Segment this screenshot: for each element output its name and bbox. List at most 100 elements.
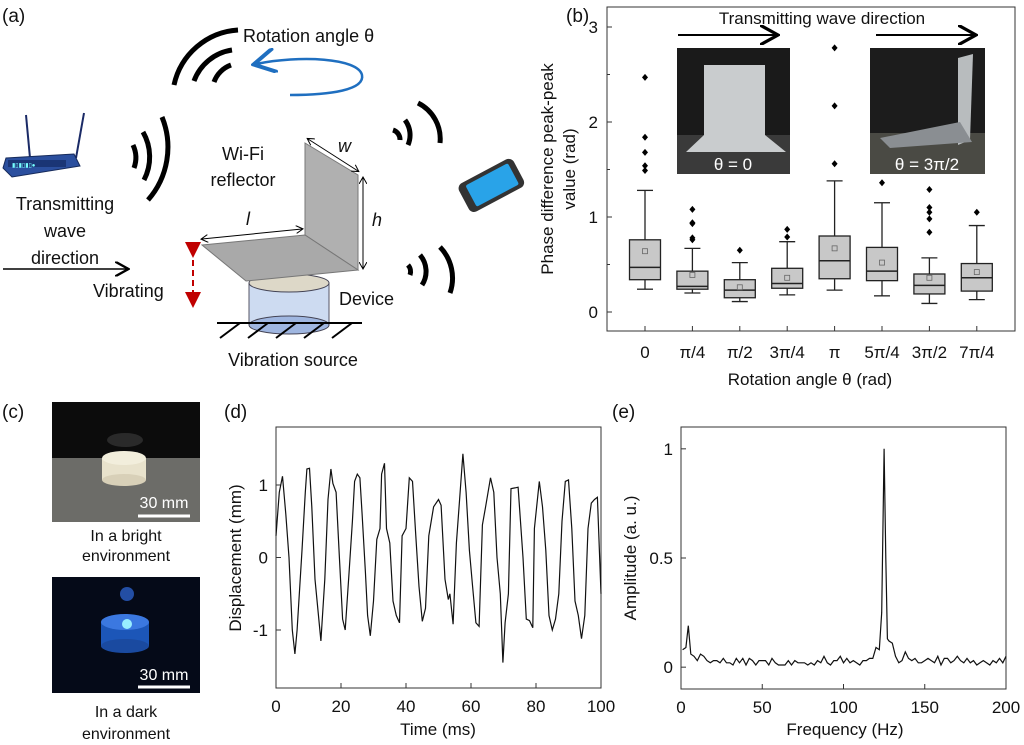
y-axis-label: Amplitude (a. u.) bbox=[621, 496, 640, 621]
tx-label-2: wave bbox=[43, 221, 86, 241]
plot-frame bbox=[680, 426, 1007, 690]
box bbox=[628, 239, 662, 281]
tx-label-3: direction bbox=[31, 248, 99, 268]
box bbox=[913, 273, 946, 295]
svg-text:▮▯▮▯▮▯●: ▮▯▮▯▮▯● bbox=[12, 163, 36, 169]
dim-h-label: h bbox=[372, 210, 382, 230]
x-tick-label: 50 bbox=[753, 698, 772, 717]
outlier-point bbox=[642, 73, 648, 81]
x-tick-label: 3π/2 bbox=[912, 343, 947, 362]
caption-bright-2: environment bbox=[82, 548, 171, 565]
x-tick-label: 200 bbox=[992, 698, 1020, 717]
router-icon: ▮▯▮▯▮▯● bbox=[2, 112, 85, 178]
x-axis-label: Time (ms) bbox=[400, 720, 476, 739]
wifi-waves-router-icon bbox=[130, 116, 171, 202]
panel-label-b: (b) bbox=[566, 6, 589, 27]
x-tick-label: 7π/4 bbox=[959, 343, 994, 362]
caption-bright-1: In a bright bbox=[90, 528, 162, 545]
x-tick-label: 100 bbox=[829, 698, 857, 717]
mean-marker bbox=[926, 274, 933, 281]
x-tick-label: 150 bbox=[911, 698, 939, 717]
scale-bar-bottom: 30 mm bbox=[140, 667, 189, 684]
mean-marker bbox=[831, 245, 838, 252]
box bbox=[818, 235, 851, 280]
outlier-point bbox=[926, 215, 933, 223]
x-tick-label: 100 bbox=[587, 697, 615, 716]
outlier-point bbox=[642, 166, 648, 174]
y-tick-label: 0 bbox=[259, 549, 268, 568]
annotation-label: Transmitting wave direction bbox=[719, 9, 925, 28]
source-label: Vibration source bbox=[228, 350, 358, 370]
outlier-point bbox=[736, 246, 743, 254]
y-axis-label-1: Phase difference peak-peak bbox=[538, 63, 557, 275]
boxplot-chart: θ = 0 θ = 3π/2 Transmitting wave directi… bbox=[538, 6, 1016, 389]
outlier-point bbox=[689, 220, 696, 228]
outlier-point bbox=[926, 185, 933, 193]
photo-dark: 30 mm bbox=[52, 577, 200, 693]
smartphone-icon bbox=[458, 158, 525, 212]
plot-frame bbox=[275, 426, 602, 689]
x-axis-label: Rotation angle θ (rad) bbox=[728, 370, 892, 389]
outlier-point bbox=[926, 228, 933, 236]
outlier-point bbox=[831, 102, 838, 110]
outlier-point bbox=[784, 225, 791, 233]
photo-bright: 30 mm bbox=[52, 402, 200, 522]
rotation-arrow-icon bbox=[256, 59, 364, 97]
x-axis-label: Frequency (Hz) bbox=[786, 720, 903, 739]
tx-label-1: Transmitting bbox=[16, 194, 114, 214]
outlier-point bbox=[831, 44, 838, 52]
x-tick-label: 3π/4 bbox=[770, 343, 805, 362]
box bbox=[676, 270, 709, 290]
device-label: Device bbox=[339, 289, 394, 309]
x-tick-label: 20 bbox=[332, 697, 351, 716]
box bbox=[723, 279, 756, 299]
panel-label-c: (c) bbox=[2, 402, 24, 423]
box bbox=[865, 246, 899, 282]
outlier-point bbox=[784, 233, 791, 241]
caption-dark-2: environment bbox=[82, 726, 171, 743]
x-tick-label: 0 bbox=[676, 698, 685, 717]
x-tick-label: π bbox=[829, 343, 841, 362]
dim-l-label: l bbox=[246, 209, 251, 229]
y-tick-label: 3 bbox=[589, 18, 598, 37]
x-tick-label: 5π/4 bbox=[864, 343, 899, 362]
dim-w-label: w bbox=[338, 136, 352, 156]
spectrum-chart: Frequency (Hz) Amplitude (a. u.) 0 50 100 1… bbox=[621, 426, 1020, 739]
panel-label-a: (a) bbox=[2, 6, 25, 27]
reflector-label-2: reflector bbox=[210, 170, 275, 190]
inset-photo-right: θ = 3π/2 bbox=[870, 48, 985, 174]
caption-dark-1: In a dark bbox=[95, 704, 158, 721]
outlier-point bbox=[689, 205, 696, 213]
inset-photo-left: θ = 0 bbox=[677, 48, 790, 174]
panel-label-d: (d) bbox=[224, 402, 247, 423]
mean-marker bbox=[973, 269, 980, 276]
y-tick-label: 0 bbox=[664, 658, 673, 677]
y-tick-label: 1 bbox=[664, 440, 673, 459]
outlier-point bbox=[831, 160, 838, 168]
y-axis-label: Displacement (mm) bbox=[226, 484, 245, 631]
scale-bar-top: 30 mm bbox=[140, 495, 189, 512]
inset-left-label: θ = 0 bbox=[714, 155, 752, 174]
wifi-waves-right-bottom-icon bbox=[405, 245, 455, 294]
data-line bbox=[275, 453, 602, 663]
x-tick-label: 40 bbox=[397, 697, 416, 716]
rotation-label: Rotation angle θ bbox=[243, 26, 374, 46]
reflector-label-1: Wi-Fi bbox=[222, 144, 264, 164]
x-tick-label: π/4 bbox=[679, 343, 705, 362]
y-tick-label: 1 bbox=[259, 476, 268, 495]
x-tick-label: 0 bbox=[271, 697, 280, 716]
outlier-point bbox=[642, 133, 648, 141]
mean-marker bbox=[642, 248, 648, 255]
mean-marker bbox=[689, 272, 696, 278]
y-tick-label: 2 bbox=[589, 113, 598, 132]
y-tick-label: 0 bbox=[589, 303, 598, 322]
x-tick-label: 0 bbox=[640, 343, 649, 362]
box bbox=[771, 267, 804, 289]
y-tick-label: 1 bbox=[589, 208, 598, 227]
x-tick-label: π/2 bbox=[727, 343, 753, 362]
panel-label-e: (e) bbox=[612, 402, 635, 423]
mean-marker bbox=[879, 259, 885, 266]
